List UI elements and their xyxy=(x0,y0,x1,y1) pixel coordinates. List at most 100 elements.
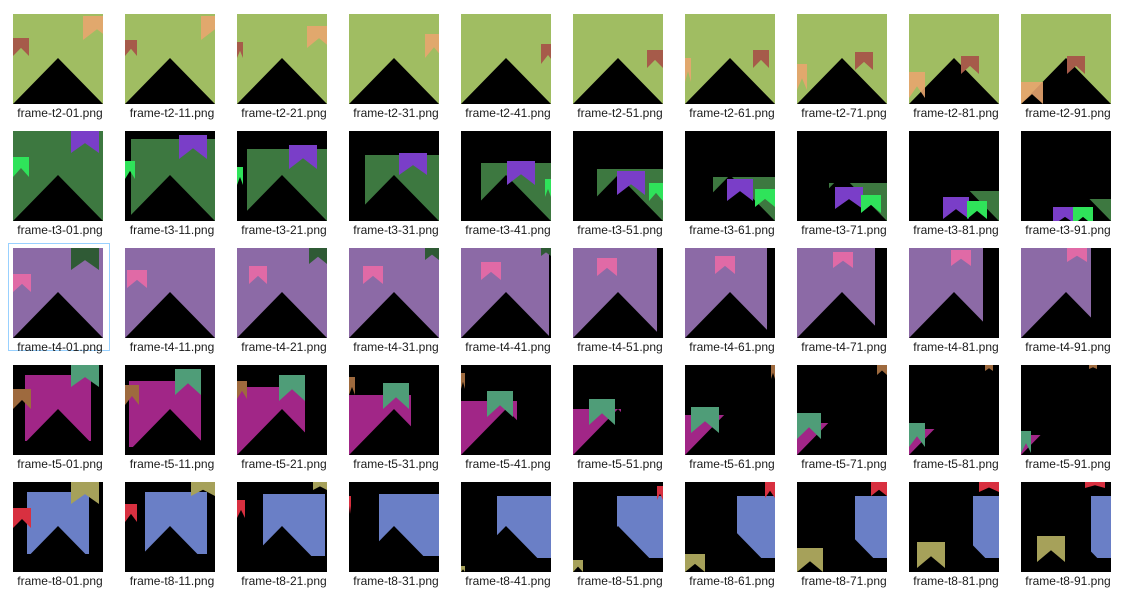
file-item[interactable]: frame-t3-81.png xyxy=(904,126,1006,237)
file-name-label: frame-t5-61.png xyxy=(689,457,775,471)
file-thumbnail xyxy=(1021,482,1111,572)
file-thumbnail xyxy=(237,248,327,338)
file-name-label: frame-t4-01.png xyxy=(17,340,103,354)
file-item[interactable]: frame-t8-41.png xyxy=(456,477,558,588)
file-thumbnail xyxy=(573,482,663,572)
file-item[interactable]: frame-t3-61.png xyxy=(680,126,782,237)
file-item[interactable]: frame-t5-01.png xyxy=(8,360,110,471)
file-name-label: frame-t8-71.png xyxy=(801,574,887,588)
file-name-label: frame-t3-71.png xyxy=(801,223,887,237)
file-item[interactable]: frame-t2-81.png xyxy=(904,9,1006,120)
file-item[interactable]: frame-t4-51.png xyxy=(568,243,670,354)
file-thumbnail xyxy=(797,131,887,221)
file-item[interactable]: frame-t4-31.png xyxy=(344,243,446,354)
file-thumbnail xyxy=(349,131,439,221)
file-item[interactable]: frame-t3-91.png xyxy=(1016,126,1118,237)
file-name-label: frame-t8-61.png xyxy=(689,574,775,588)
file-thumbnail xyxy=(797,248,887,338)
file-thumbnail xyxy=(1021,14,1111,104)
file-name-label: frame-t3-21.png xyxy=(241,223,327,237)
file-item[interactable]: frame-t4-21.png xyxy=(232,243,334,354)
file-thumbnail xyxy=(1021,365,1111,455)
file-item[interactable]: frame-t2-31.png xyxy=(344,9,446,120)
file-name-label: frame-t5-91.png xyxy=(1025,457,1111,471)
file-item[interactable]: frame-t5-91.png xyxy=(1016,360,1118,471)
file-item[interactable]: frame-t5-81.png xyxy=(904,360,1006,471)
file-name-label: frame-t2-61.png xyxy=(689,106,775,120)
file-thumbnail xyxy=(909,365,999,455)
file-item[interactable]: frame-t2-21.png xyxy=(232,9,334,120)
file-item[interactable]: frame-t2-51.png xyxy=(568,9,670,120)
file-item[interactable]: frame-t8-91.png xyxy=(1016,477,1118,588)
file-thumbnail xyxy=(125,131,215,221)
file-item[interactable]: frame-t2-91.png xyxy=(1016,9,1118,120)
file-item[interactable]: frame-t4-61.png xyxy=(680,243,782,354)
file-name-label: frame-t2-51.png xyxy=(577,106,663,120)
file-thumbnail xyxy=(461,248,551,338)
file-thumbnail xyxy=(573,14,663,104)
file-name-label: frame-t2-91.png xyxy=(1025,106,1111,120)
file-thumbnail xyxy=(573,365,663,455)
file-name-label: frame-t5-71.png xyxy=(801,457,887,471)
file-item[interactable]: frame-t4-11.png xyxy=(120,243,222,354)
file-item[interactable]: frame-t5-11.png xyxy=(120,360,222,471)
file-item[interactable]: frame-t5-21.png xyxy=(232,360,334,471)
file-thumbnail xyxy=(909,482,999,572)
file-thumbnail xyxy=(349,248,439,338)
file-name-label: frame-t5-31.png xyxy=(353,457,439,471)
file-item[interactable]: frame-t4-91.png xyxy=(1016,243,1118,354)
file-item[interactable]: frame-t8-71.png xyxy=(792,477,894,588)
file-thumbnail xyxy=(909,131,999,221)
file-item[interactable]: frame-t3-71.png xyxy=(792,126,894,237)
file-name-label: frame-t2-81.png xyxy=(913,106,999,120)
file-item[interactable]: frame-t5-71.png xyxy=(792,360,894,471)
file-thumbnail xyxy=(237,482,327,572)
file-name-label: frame-t2-01.png xyxy=(17,106,103,120)
file-item[interactable]: frame-t5-31.png xyxy=(344,360,446,471)
file-item[interactable]: frame-t8-01.png xyxy=(8,477,110,588)
file-name-label: frame-t3-61.png xyxy=(689,223,775,237)
file-item[interactable]: frame-t2-41.png xyxy=(456,9,558,120)
file-thumbnail xyxy=(125,482,215,572)
file-thumbnail xyxy=(237,131,327,221)
file-thumbnail xyxy=(237,14,327,104)
file-item[interactable]: frame-t2-01.png xyxy=(8,9,110,120)
file-item[interactable]: frame-t8-31.png xyxy=(344,477,446,588)
file-name-label: frame-t3-51.png xyxy=(577,223,663,237)
file-item[interactable]: frame-t3-31.png xyxy=(344,126,446,237)
file-item[interactable]: frame-t8-21.png xyxy=(232,477,334,588)
file-item[interactable]: frame-t5-61.png xyxy=(680,360,782,471)
file-name-label: frame-t8-31.png xyxy=(353,574,439,588)
file-name-label: frame-t4-11.png xyxy=(129,340,215,354)
file-item[interactable]: frame-t5-41.png xyxy=(456,360,558,471)
file-item[interactable]: frame-t3-01.png xyxy=(8,126,110,237)
file-item[interactable]: frame-t4-71.png xyxy=(792,243,894,354)
file-item[interactable]: frame-t4-01.png xyxy=(8,243,110,354)
file-item[interactable]: frame-t3-11.png xyxy=(120,126,222,237)
file-item[interactable]: frame-t3-21.png xyxy=(232,126,334,237)
file-item[interactable]: frame-t8-81.png xyxy=(904,477,1006,588)
file-name-label: frame-t4-41.png xyxy=(465,340,551,354)
file-name-label: frame-t8-91.png xyxy=(1025,574,1111,588)
file-item[interactable]: frame-t8-51.png xyxy=(568,477,670,588)
file-item[interactable]: frame-t5-51.png xyxy=(568,360,670,471)
file-item[interactable]: frame-t3-41.png xyxy=(456,126,558,237)
file-name-label: frame-t3-31.png xyxy=(353,223,439,237)
file-item[interactable]: frame-t4-41.png xyxy=(456,243,558,354)
file-item[interactable]: frame-t2-71.png xyxy=(792,9,894,120)
file-name-label: frame-t8-01.png xyxy=(17,574,103,588)
file-item[interactable]: frame-t3-51.png xyxy=(568,126,670,237)
file-thumbnail xyxy=(573,131,663,221)
file-name-label: frame-t2-21.png xyxy=(241,106,327,120)
file-item[interactable]: frame-t8-11.png xyxy=(120,477,222,588)
file-item[interactable]: frame-t2-11.png xyxy=(120,9,222,120)
file-thumbnail xyxy=(797,482,887,572)
file-name-label: frame-t3-81.png xyxy=(913,223,999,237)
file-name-label: frame-t5-11.png xyxy=(129,457,215,471)
file-item[interactable]: frame-t4-81.png xyxy=(904,243,1006,354)
file-item[interactable]: frame-t8-61.png xyxy=(680,477,782,588)
file-thumbnail xyxy=(685,131,775,221)
file-thumbnail xyxy=(461,131,551,221)
file-thumbnail xyxy=(685,14,775,104)
file-item[interactable]: frame-t2-61.png xyxy=(680,9,782,120)
